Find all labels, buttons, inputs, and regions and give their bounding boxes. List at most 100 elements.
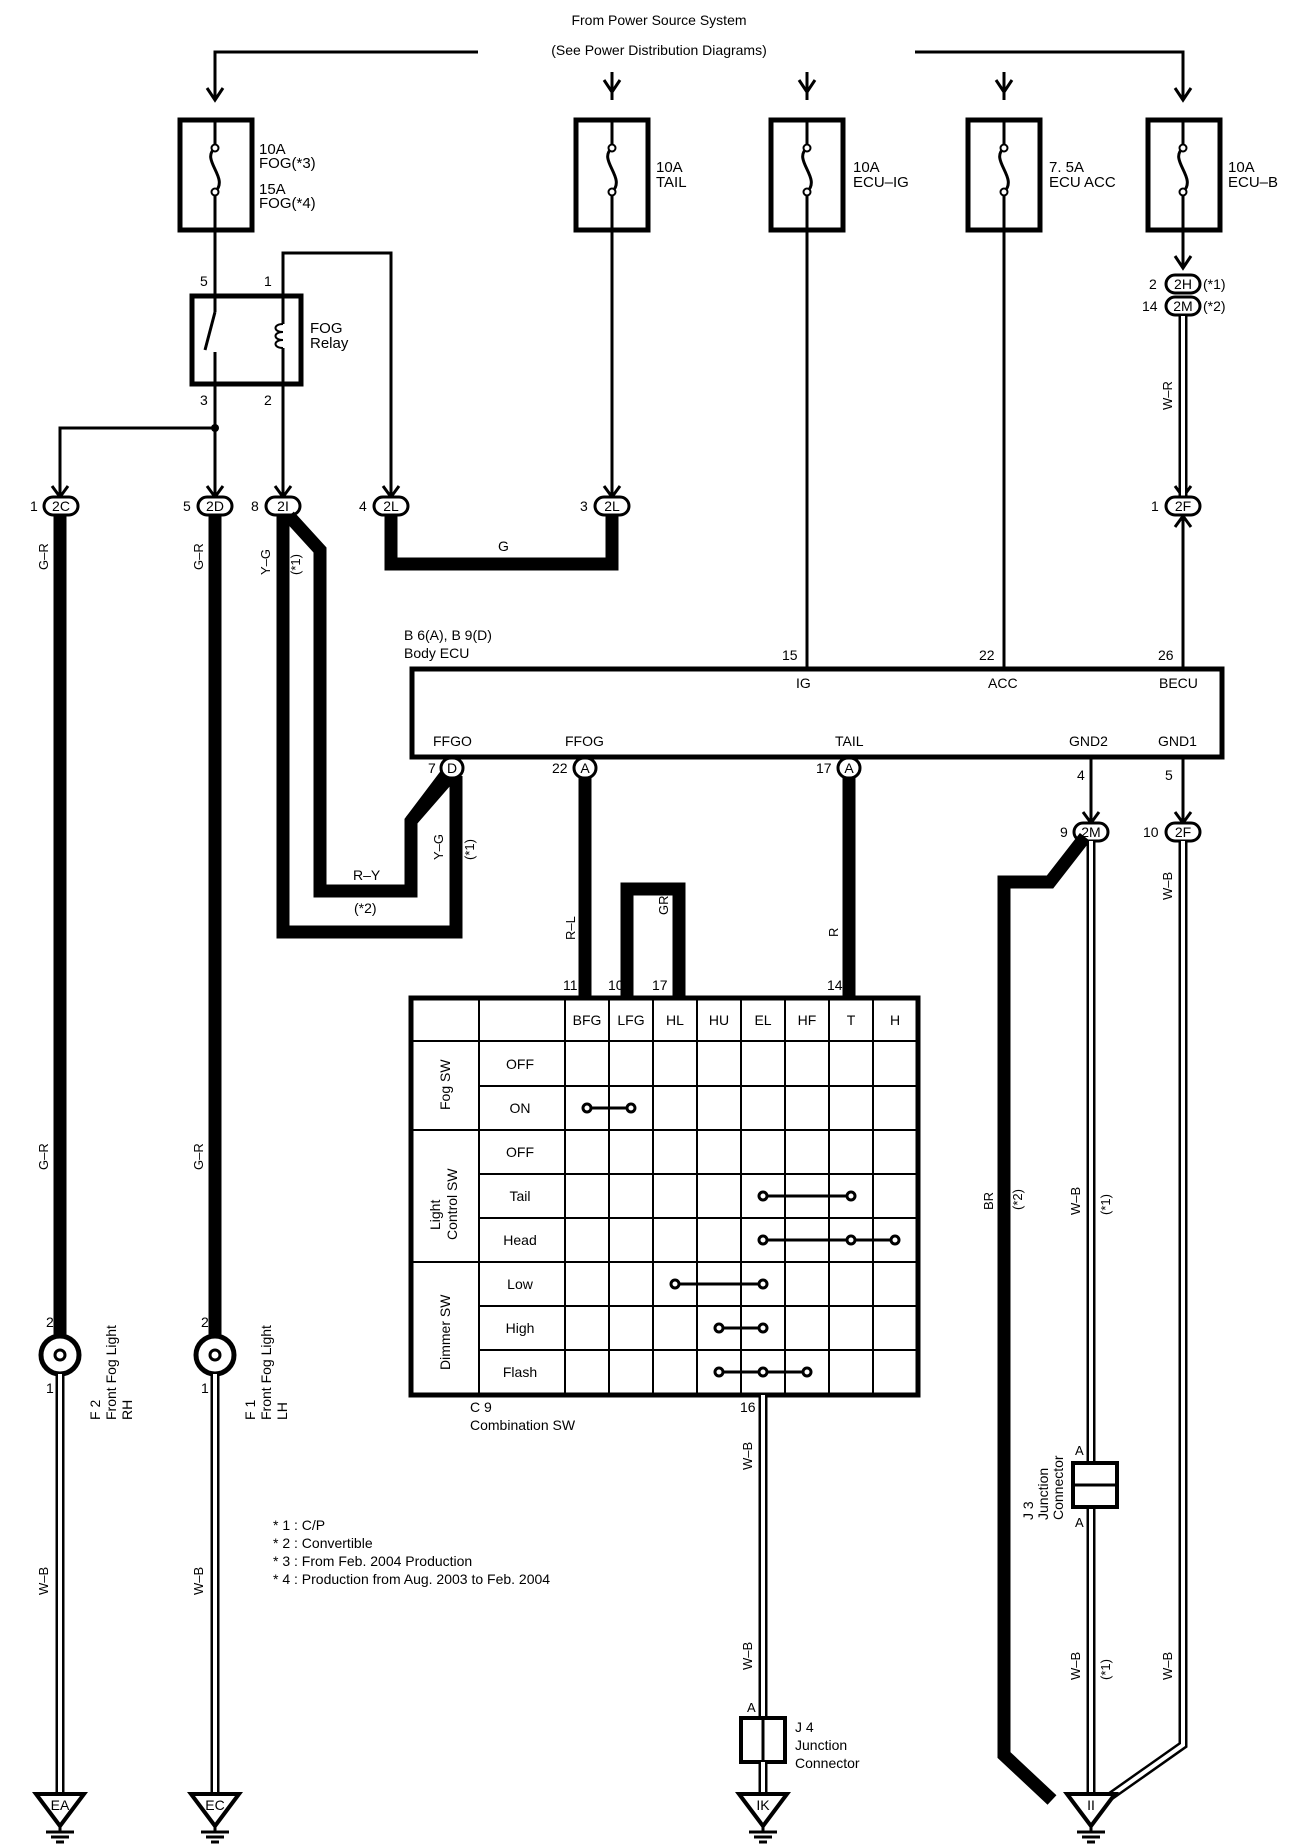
body-ecu-box (409, 666, 1225, 760)
row-light-tail: Tail (509, 1188, 530, 1204)
row-light-off: OFF (506, 1144, 534, 1160)
label-w-b-gnd2-lower: W–B (1068, 1652, 1083, 1680)
label-note2-ry: (*2) (354, 900, 377, 916)
wire-gr (620, 882, 686, 998)
row-fog-off: OFF (506, 1056, 534, 1072)
ecu-gnd1-num: 5 (1165, 767, 1173, 783)
col-hf: HF (798, 1012, 817, 1028)
ecu-conn-tail: A (836, 756, 862, 780)
ground-ec-label: EC (205, 1797, 224, 1813)
row-dim-high: High (506, 1320, 535, 1336)
svg-text:2C: 2C (52, 498, 70, 514)
fog-light-lh-icon (193, 1333, 237, 1377)
fuse-ecu-b (1145, 117, 1223, 233)
supply-bus-right (915, 50, 1185, 100)
switch-title2: Combination SW (470, 1417, 576, 1433)
j4-pin: A (747, 1700, 756, 1715)
ecu-pin-ig-label: IG (796, 675, 811, 691)
connector-2L-a-pin: 4 (359, 498, 367, 514)
connector-2M-gnd: 2M (1072, 821, 1110, 843)
group-light-1: Light (427, 1200, 443, 1230)
label-g-r-rh-top: G–R (36, 543, 51, 570)
ecu-pin-tail-label: TAIL (835, 733, 864, 749)
relay-pin1: 1 (264, 273, 272, 289)
svg-text:A: A (580, 760, 590, 776)
ground-ik-label: IK (756, 1797, 770, 1813)
fuse-tail (573, 117, 651, 233)
note-3: * 3 : From Feb. 2004 Production (273, 1553, 472, 1569)
label-y-g-top: Y–G (258, 549, 273, 575)
fuse-tail-label2: TAIL (656, 174, 687, 191)
group-dimmer-sw: Dimmer SW (437, 1294, 453, 1370)
svg-text:2M: 2M (1081, 824, 1100, 840)
svg-text:2H: 2H (1174, 276, 1192, 292)
switch-pin-16: 16 (740, 1399, 756, 1415)
relay-pin2: 2 (264, 392, 272, 408)
row-fog-on: ON (510, 1100, 531, 1116)
row-light-head: Head (503, 1232, 536, 1248)
arrow-2F-becu-icon (1173, 513, 1193, 528)
connector-2M-gnd-pin: 9 (1060, 824, 1068, 840)
switch-pin-17: 17 (652, 977, 668, 993)
connector-2H: 2H (1164, 273, 1202, 295)
connector-2C: 2C (42, 495, 80, 517)
connector-2L-b: 2L (593, 495, 631, 517)
row-dim-low: Low (507, 1276, 534, 1292)
fog-rh-pin-top: 2 (46, 1314, 54, 1330)
label-g-r-rh-mid: G–R (36, 1143, 51, 1170)
ecu-gnd2-num: 4 (1077, 767, 1085, 783)
col-bfg: BFG (573, 1012, 602, 1028)
switch-pin-10: 10 (608, 977, 624, 993)
col-t: T (847, 1012, 856, 1028)
ecu-pin-becu-label: BECU (1159, 675, 1198, 691)
label-w-b-switch2: W–B (740, 1642, 755, 1670)
continuity-marks (581, 1102, 901, 1378)
svg-text:2M: 2M (1173, 298, 1192, 314)
label-w-b-gnd2: W–B (1068, 1187, 1083, 1215)
switch-pin-14: 14 (827, 977, 843, 993)
fog-rh-line2: RH (119, 1400, 135, 1420)
label-w-b-rh: W–B (36, 1567, 51, 1595)
label-w-b-switch1: W–B (740, 1442, 755, 1470)
connector-2F-top: 2F (1164, 495, 1202, 517)
connector-2F-gnd: 2F (1164, 821, 1202, 843)
connector-2C-pin: 1 (30, 498, 38, 514)
label-r: R (826, 928, 841, 937)
connector-2I: 2I (264, 495, 302, 517)
ecu-pin-gnd2-label: GND2 (1069, 733, 1108, 749)
label-w-b-lh: W–B (191, 1567, 206, 1595)
fog-lh-pin-top: 2 (201, 1314, 209, 1330)
j3-pin-bottom: A (1075, 1515, 1084, 1530)
ecu-title2: Body ECU (404, 645, 469, 661)
ecu-pin-gnd1-label: GND1 (1158, 733, 1197, 749)
svg-text:2L: 2L (383, 498, 399, 514)
fuse-fog (177, 117, 255, 233)
label-note1-bottom: (*1) (462, 839, 477, 860)
fuse-ecu-b-label1: 10A (1228, 159, 1255, 176)
label-br: BR (981, 1192, 996, 1210)
label-gr: GR (656, 896, 671, 916)
col-h: H (890, 1012, 900, 1028)
ground-ii-label: II (1087, 1797, 1095, 1813)
fog-lh-line1: Front Fog Light (258, 1325, 274, 1420)
svg-text:2I: 2I (277, 498, 289, 514)
svg-text:2F: 2F (1175, 498, 1191, 514)
connector-2L-b-pin: 3 (580, 498, 588, 514)
ecu-pin-ffog-label: FFOG (565, 733, 604, 749)
switch-title1: C 9 (470, 1399, 492, 1415)
relay-switch-icon (203, 296, 217, 384)
col-hu: HU (709, 1012, 729, 1028)
ecu-pin-acc-num: 22 (979, 647, 995, 663)
connector-2H-pin: 2 (1149, 276, 1157, 292)
ecu-pin-acc-label: ACC (988, 675, 1018, 691)
ecu-conn-d: D (439, 756, 465, 780)
connector-2I-pin: 8 (251, 498, 259, 514)
wire-relay1-to-2L (281, 251, 393, 497)
fuse-fog-label4: FOG(*4) (259, 195, 316, 212)
connector-2M-note: (*2) (1203, 298, 1226, 314)
fuse-ecu-ig-label2: ECU–IG (853, 174, 909, 191)
group-light-2: Control SW (444, 1168, 460, 1240)
label-w-b-gnd1-lower: W–B (1160, 1652, 1175, 1680)
fuse-ecu-ig (768, 117, 846, 233)
splice-point (211, 424, 219, 432)
